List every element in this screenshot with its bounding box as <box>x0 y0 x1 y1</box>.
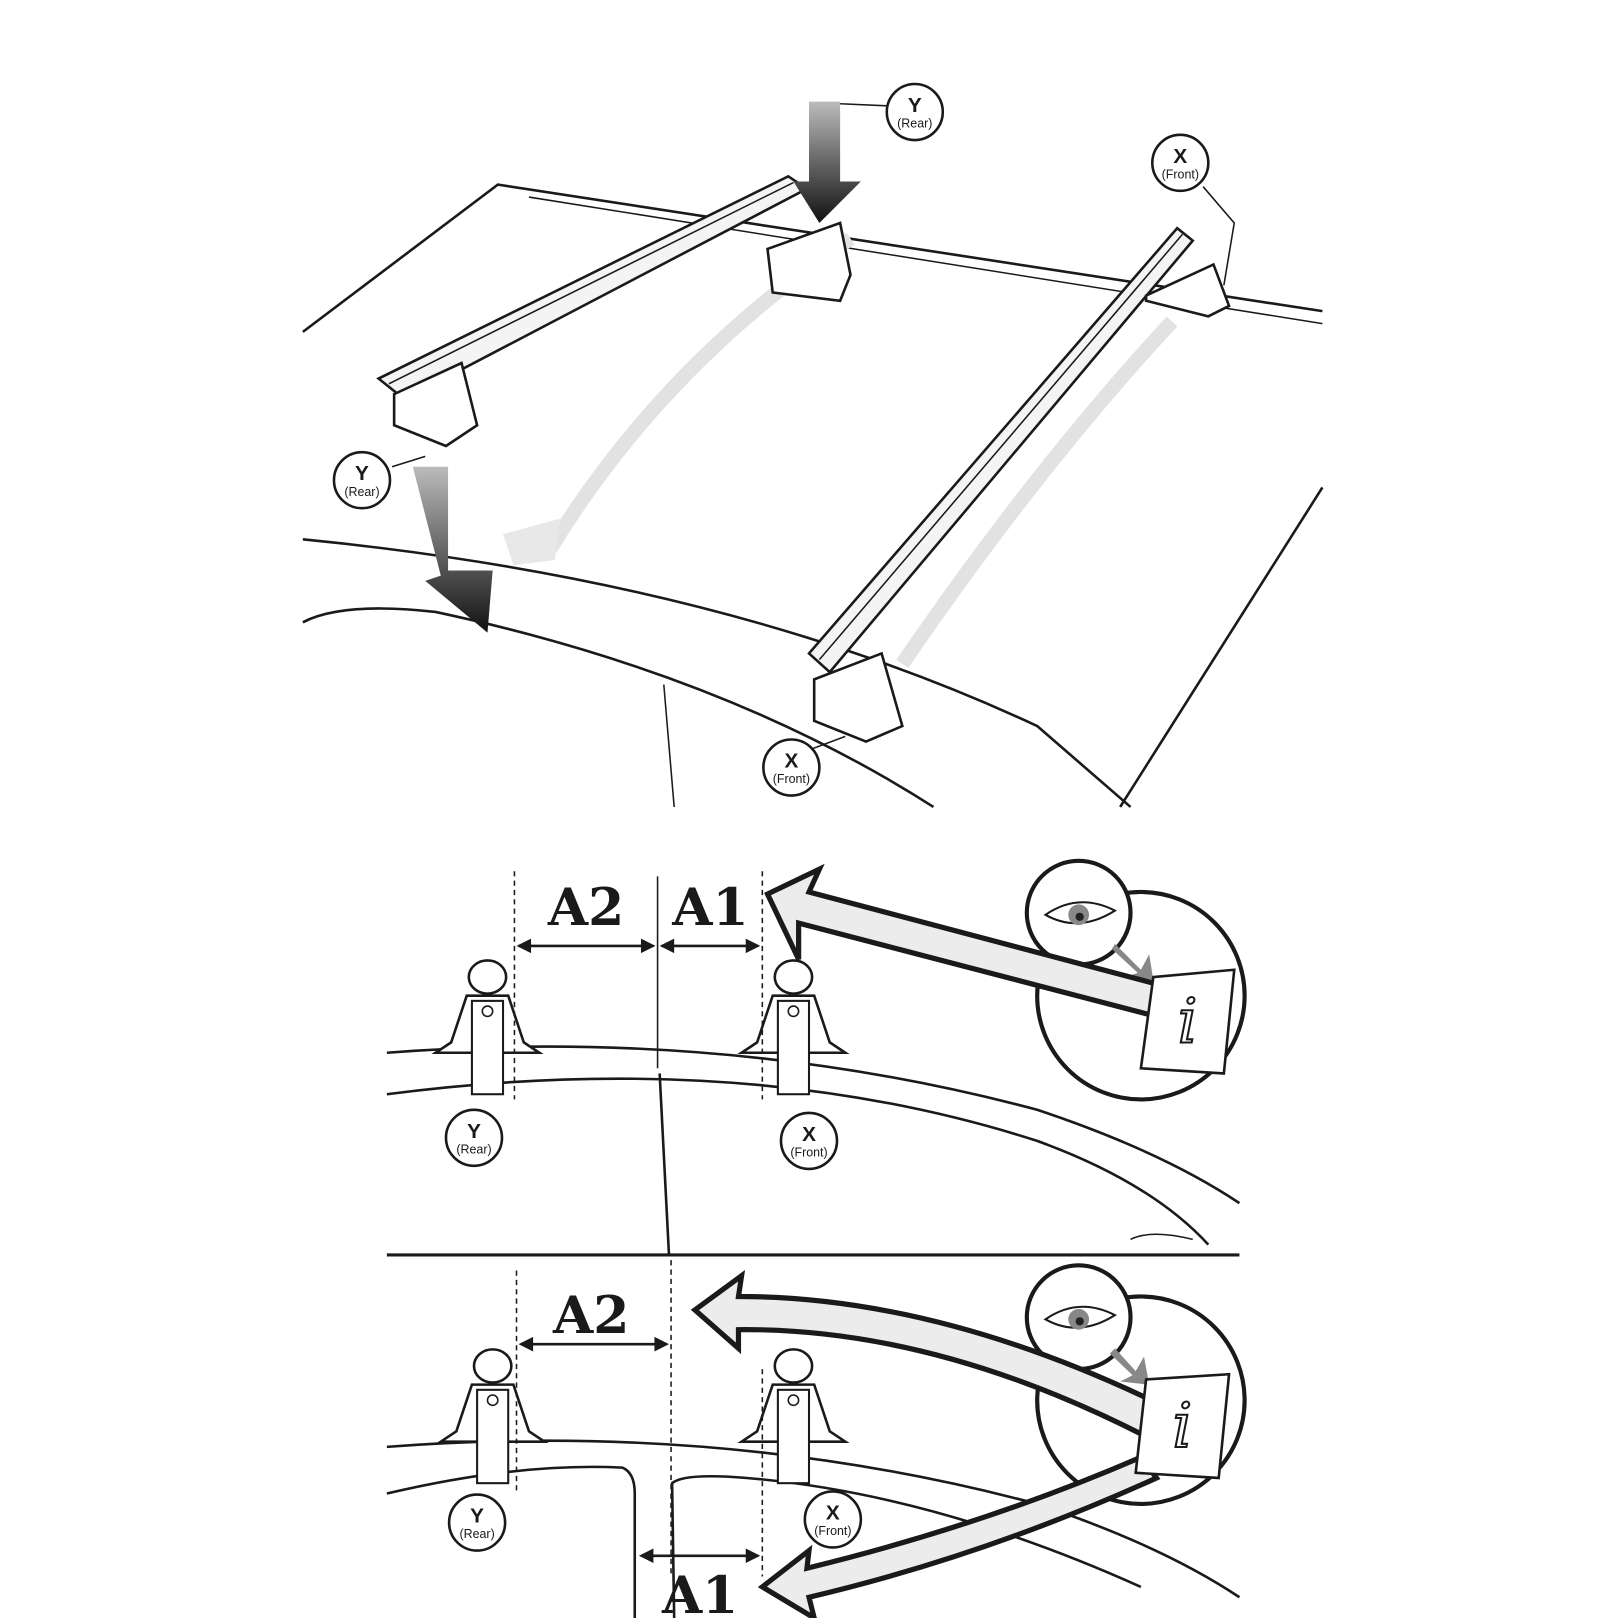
svg-text:(Rear): (Rear) <box>344 485 379 499</box>
svg-text:(Rear): (Rear) <box>897 117 932 131</box>
rear-bar <box>376 174 852 448</box>
side-view-panel-2: A2 A1 i Y (Rear) X (Front) <box>386 1260 1247 1618</box>
svg-text:X: X <box>802 1123 816 1146</box>
svg-text:(Front): (Front) <box>1162 167 1199 181</box>
dimension-a2-label: A2 <box>547 877 624 938</box>
dimension-a2-label: A2 <box>552 1285 629 1346</box>
roof-edge <box>302 183 1323 333</box>
front-foot-right <box>1144 262 1231 318</box>
rear-foot-right <box>766 221 852 303</box>
svg-text:i: i <box>1178 984 1198 1057</box>
svg-text:Y: Y <box>467 1120 481 1143</box>
svg-text:Y: Y <box>355 462 369 485</box>
front-foot-left <box>812 651 904 743</box>
info-manual-icon: i <box>1134 1372 1231 1480</box>
svg-text:X: X <box>826 1501 840 1524</box>
callout-y-rear: Y (Rear) <box>885 82 945 142</box>
front-bar <box>807 226 1231 743</box>
callout-x-front: X (Front) <box>1151 133 1210 193</box>
down-arrow-icon <box>793 101 861 223</box>
svg-text:i: i <box>1172 1389 1192 1462</box>
svg-text:(Rear): (Rear) <box>459 1527 494 1541</box>
callout-x-front: X (Front) <box>803 1490 863 1549</box>
side-view-panel-1: A2 A1 i Y (Rear) X (Front) <box>386 858 1247 1257</box>
foot-front <box>737 959 850 1096</box>
foot-rear <box>436 1348 549 1485</box>
windshield-edge <box>302 538 1132 808</box>
perspective-view-panel <box>302 101 1324 809</box>
down-arrow-icon <box>412 466 493 633</box>
svg-text:(Front): (Front) <box>790 1145 827 1159</box>
foot-rear <box>431 959 544 1096</box>
reference-arrow <box>757 1454 1161 1618</box>
callout-x-front: X (Front) <box>779 1111 839 1171</box>
callout-y-rear: Y (Rear) <box>332 450 392 510</box>
svg-text:(Rear): (Rear) <box>456 1142 491 1156</box>
dimension-a1-label: A1 <box>671 877 748 938</box>
callout-y-rear: Y (Rear) <box>444 1108 504 1168</box>
svg-text:X: X <box>784 750 798 773</box>
svg-text:Y: Y <box>908 94 922 117</box>
rear-foot-left <box>392 361 479 448</box>
callout-y-rear: Y (Rear) <box>447 1493 507 1552</box>
svg-text:Y: Y <box>470 1505 484 1528</box>
svg-text:(Front): (Front) <box>773 772 810 786</box>
info-manual-icon: i <box>1139 968 1236 1075</box>
foot-front <box>737 1348 850 1485</box>
callout-x-front: X (Front) <box>762 738 821 797</box>
svg-text:X: X <box>1173 145 1187 168</box>
dimension-a1-label: A1 <box>661 1565 738 1618</box>
svg-text:(Front): (Front) <box>814 1524 851 1538</box>
